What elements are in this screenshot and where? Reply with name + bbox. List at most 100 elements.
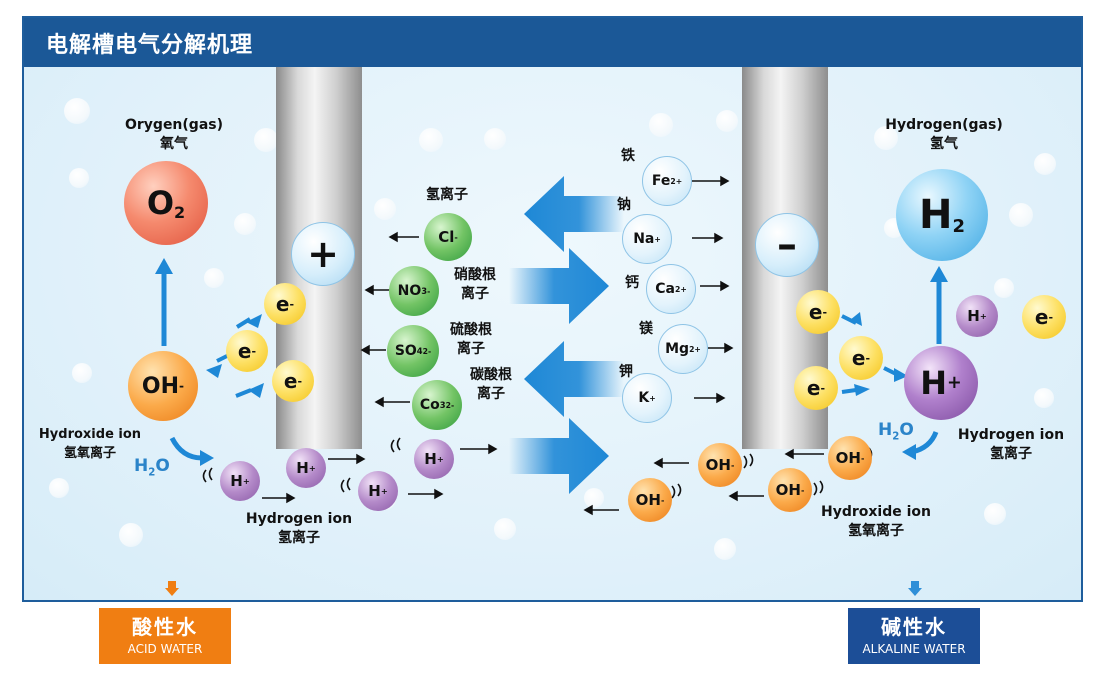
plus-symbol: +: [307, 232, 339, 276]
hydrogen-gas-label: Hydrogen(gas) 氢气: [884, 116, 1004, 154]
background-bubble: [716, 110, 738, 132]
page-title: 电解槽电气分解机理: [46, 33, 254, 58]
electron-symbol: e: [1034, 305, 1049, 329]
hydrogen-ion: H+: [220, 461, 260, 501]
h-symbol: H: [920, 364, 948, 402]
hydroxide-ion: OH-: [828, 436, 872, 480]
anion-label-no3: 硝酸根 离子: [440, 266, 510, 304]
electron-symbol: e: [808, 300, 823, 324]
background-bubble: [1009, 203, 1033, 227]
electron-symbol: e: [851, 346, 866, 370]
anion-arrows: [360, 231, 419, 408]
oh-symbol: OH: [775, 481, 801, 499]
anion-label-co3: 碳酸根 离子: [456, 366, 526, 404]
hydrogen-ion: H+: [358, 471, 398, 511]
h-charge: +: [380, 486, 388, 496]
electron-arrow: [850, 312, 862, 326]
electron: e-: [796, 290, 840, 334]
electron-charge: -: [1048, 310, 1054, 324]
hydroxide-ion-label-cn: 氢氧离子: [63, 446, 116, 461]
background-bubble: [874, 126, 898, 150]
h2o-sub: 2: [148, 467, 156, 479]
arrows-layer: [155, 175, 948, 516]
hydroxide-ion-label-en: Hydroxide ion: [821, 504, 931, 520]
background-bubble: [584, 488, 604, 508]
oh-symbol: OH: [835, 449, 861, 467]
h2o-o: O: [899, 420, 914, 440]
electron-charge: -: [251, 344, 257, 358]
background-bubble: [254, 128, 278, 152]
acid-outflow-arrow-icon: [165, 581, 179, 597]
background-bubble: [234, 213, 256, 235]
migration-arrow-left: [524, 341, 624, 417]
electron: e-: [226, 330, 268, 372]
h2o-h: H: [134, 456, 149, 476]
so4-charge: 2-: [422, 346, 432, 356]
mg-charge: 2+: [689, 344, 701, 354]
header-bar: 电解槽电气分解机理: [24, 18, 1081, 67]
anion-label-cl: 氢离子: [426, 187, 468, 203]
oh-charge: -: [660, 495, 665, 505]
acid-water-tag-en: ACID WATER: [127, 642, 203, 656]
electron-arrow: [206, 364, 222, 378]
electron: e-: [794, 366, 838, 410]
oxygen-gas-label-cn: 氧气: [160, 136, 188, 152]
electron-charge: -: [297, 374, 303, 388]
h2-subscript: 2: [952, 215, 965, 237]
hydroxide-arrows: [583, 448, 824, 516]
potassium-ion: K+: [622, 373, 672, 423]
na-charge: +: [654, 234, 661, 244]
hydrogen-ion: H+: [956, 295, 998, 337]
background-bubble: [994, 278, 1014, 298]
hydrogen-ion-label-en: Hydrogen ion: [245, 511, 353, 527]
fe-symbol: Fe: [651, 173, 671, 189]
h2o-sub: 2: [892, 431, 900, 443]
cl-symbol: Cl: [438, 228, 455, 246]
hydrogen-ion-label-left: Hydrogen ion 氢离子: [239, 510, 359, 548]
electron-charge: -: [289, 297, 295, 311]
so4-sub: 4: [416, 346, 423, 356]
water-formula-right: H2O: [878, 420, 914, 442]
background-bubble: [204, 268, 224, 288]
anode-plus-sign: +: [291, 222, 355, 286]
hydrogen-ion-label-cn: 氢离子: [278, 530, 320, 546]
co3-label-line2: 离子: [477, 386, 505, 402]
cation-label-na: 钠: [617, 197, 631, 213]
h2o-h: H: [878, 420, 893, 440]
no3-label-line1: 硝酸根: [454, 267, 496, 283]
electron: e-: [1022, 295, 1066, 339]
background-bubble: [49, 478, 69, 498]
electrolysis-diagram-panel: 电解槽电气分解机理: [22, 16, 1083, 602]
alkaline-water-tag-en: ALKALINE WATER: [862, 642, 966, 656]
oh-symbol: OH: [141, 373, 180, 399]
hydroxide-ion: OH-: [628, 478, 672, 522]
background-bubble: [649, 113, 673, 137]
o2-symbol: O: [146, 184, 175, 222]
acid-water-tag-cn: 酸性水: [132, 615, 198, 639]
background-bubble: [64, 98, 90, 124]
cathode-minus-sign: –: [755, 213, 819, 277]
background-bubble: [494, 518, 516, 540]
h-symbol: H: [296, 459, 309, 477]
electron-symbol: e: [237, 339, 252, 363]
sodium-ion: Na+: [622, 214, 672, 264]
ca-symbol: Ca: [655, 281, 675, 297]
h2o-curve-arrow-left: [169, 436, 203, 461]
hydroxide-ion-large: OH-: [128, 351, 198, 421]
h2-symbol: H: [918, 192, 953, 238]
so4-label-line2: 离子: [457, 341, 485, 357]
o2-subscript: 2: [174, 202, 186, 222]
background-bubble: [419, 128, 443, 152]
oh-charge: -: [800, 485, 805, 495]
alkaline-water-tag: 碱性水 ALKALINE WATER: [848, 608, 980, 664]
oxygen-gas-label-en: Orygen(gas): [124, 117, 223, 133]
background-bubble: [484, 128, 506, 150]
hydrogen-ion-label-cn: 氢离子: [990, 446, 1032, 462]
no3-charge: -: [427, 286, 431, 296]
